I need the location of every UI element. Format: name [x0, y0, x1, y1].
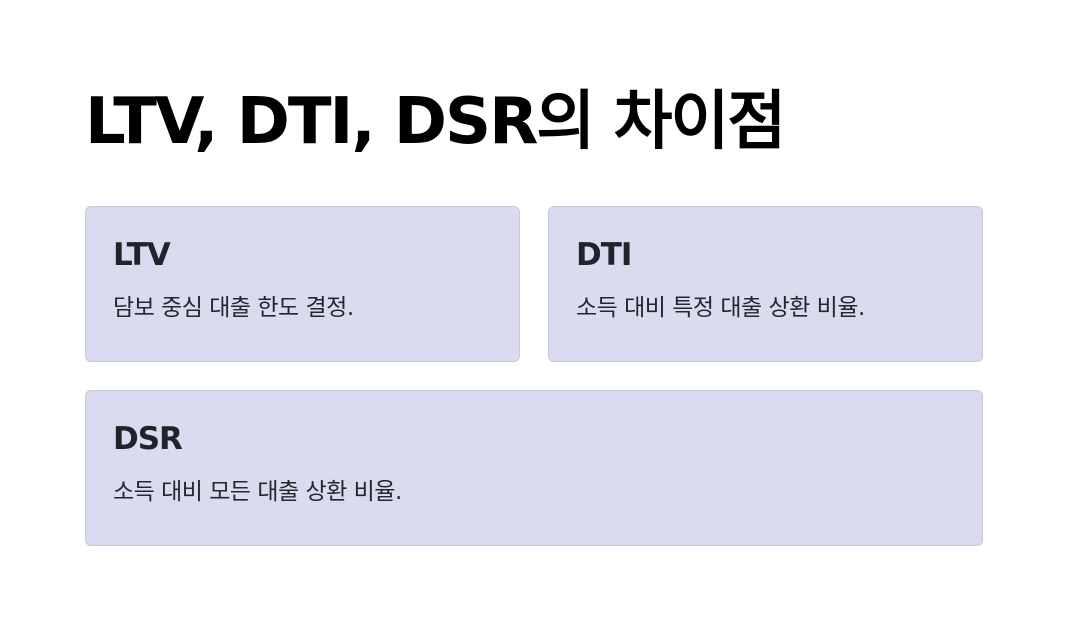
page-title: LTV, DTI, DSR의 차이점 [85, 85, 786, 159]
card-title: LTV [113, 237, 171, 273]
card-description: 담보 중심 대출 한도 결정. [113, 295, 354, 321]
card-description: 소득 대비 모든 대출 상환 비율. [113, 479, 402, 505]
comparison-cards: LTV 담보 중심 대출 한도 결정. DTI 소득 대비 특정 대출 상환 비… [85, 206, 983, 546]
card-dsr: DSR 소득 대비 모든 대출 상환 비율. [85, 390, 983, 546]
card-title: DTI [576, 237, 632, 273]
card-ltv: LTV 담보 중심 대출 한도 결정. [85, 206, 520, 362]
card-title: DSR [113, 421, 183, 457]
card-dti: DTI 소득 대비 특정 대출 상환 비율. [548, 206, 983, 362]
card-description: 소득 대비 특정 대출 상환 비율. [576, 295, 865, 321]
